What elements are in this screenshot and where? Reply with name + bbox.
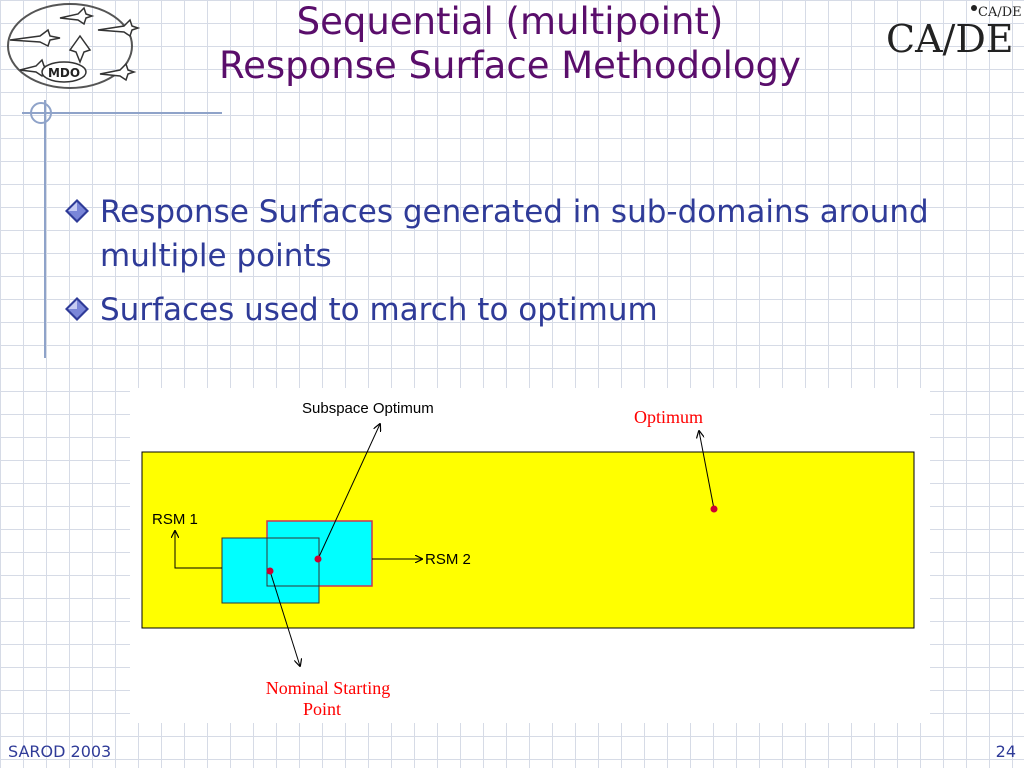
nominal-start-arrow	[269, 570, 300, 666]
subspace-optimum-label: Subspace Optimum	[302, 400, 434, 417]
optimum-arrow	[699, 431, 715, 510]
slide-title: Sequential (multipoint) Response Surface…	[150, 0, 870, 88]
nominal-start-label-line1: Nominal Starting	[266, 678, 391, 698]
nominal-start-point	[266, 567, 274, 575]
page-number: 24	[995, 742, 1016, 761]
decorative-horizontal-line	[22, 112, 222, 114]
nominal-start-label-line2: Point	[303, 699, 341, 719]
rsm1-label: RSM 1	[152, 511, 198, 528]
decorative-vertical-line	[44, 100, 46, 358]
cade-logo-large-text: CA/DE	[886, 17, 1014, 61]
bullet-list: Response Surfaces generated in sub-domai…	[56, 190, 956, 342]
slide-title-line1: Sequential (multipoint)	[296, 0, 724, 43]
diamond-bullet-icon	[65, 199, 89, 223]
cade-logo: CA/DE CA/DE	[886, 5, 1022, 61]
subspace-optimum-arrow	[317, 424, 380, 560]
mdo-logo-text: MDO	[48, 66, 80, 80]
decorative-ring	[30, 102, 52, 124]
diamond-bullet-icon	[65, 297, 89, 321]
slide-title-line2: Response Surface Methodology	[219, 44, 801, 87]
bullet-text-2: Surfaces used to march to optimum	[100, 292, 658, 328]
bullet-item-2: Surfaces used to march to optimum	[56, 288, 956, 332]
rsm-diagram: RSM 1 RSM 2 Subspace Optimum Optimum Nom…	[130, 388, 930, 723]
footer-conference: SAROD 2003	[8, 742, 112, 761]
optimum-point	[710, 505, 718, 513]
cade-logo-small-text: CA/DE	[978, 5, 1022, 20]
mdo-logo: MDO	[7, 3, 140, 89]
subspace-optimum-point	[314, 555, 322, 563]
bullet-text-1: Response Surfaces generated in sub-domai…	[100, 194, 929, 274]
bullet-item-1: Response Surfaces generated in sub-domai…	[56, 190, 956, 278]
rsm2-label: RSM 2	[425, 551, 471, 568]
optimum-label: Optimum	[634, 407, 703, 427]
rsm1-connector	[175, 531, 222, 569]
